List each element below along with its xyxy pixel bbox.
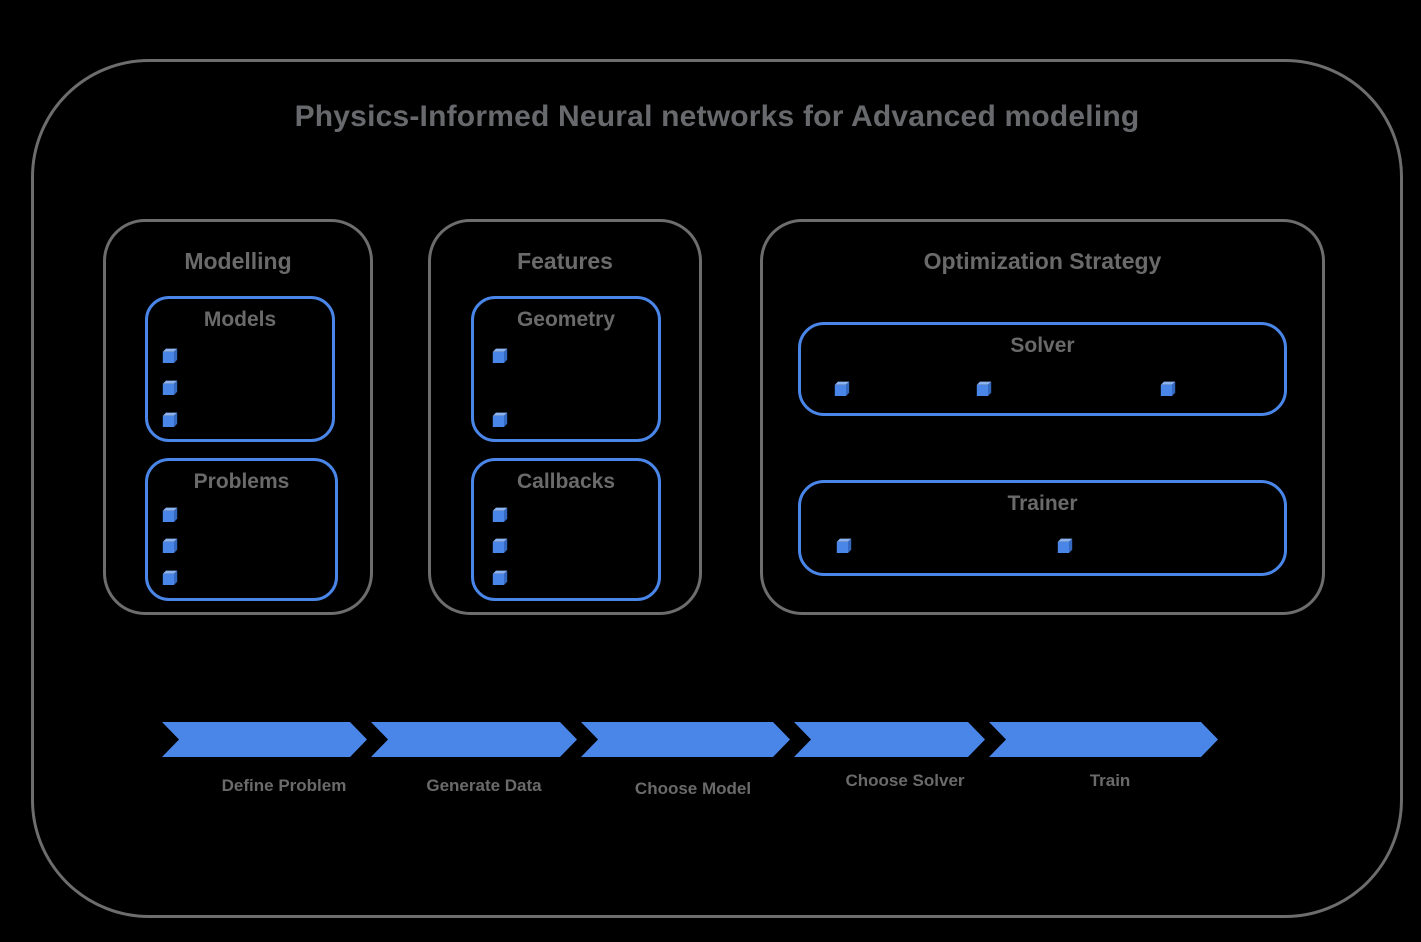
panel-modelling: Modelling Models Problems <box>103 219 373 615</box>
cube-bullet-icon <box>976 380 992 396</box>
cube-bullet-icon <box>492 506 508 522</box>
cube-bullet-icon <box>1160 380 1176 396</box>
panel-modelling-title: Modelling <box>184 248 292 274</box>
cube-bullet-icon <box>834 380 850 396</box>
box-callbacks-title: Callbacks <box>516 470 616 493</box>
panel-features: Features Geometry Callbacks <box>428 219 702 615</box>
box-geometry: Geometry <box>471 296 661 442</box>
cube-bullet-icon <box>162 379 178 395</box>
box-trainer: Trainer <box>798 480 1287 576</box>
cube-bullet-icon <box>492 411 508 427</box>
cube-bullet-icon <box>162 347 178 363</box>
flow-step-label-choose-solver: Choose Solver <box>845 771 965 790</box>
flow-arrow-segment-4 <box>794 722 985 757</box>
box-solver: Solver <box>798 322 1287 416</box>
box-models-title: Models <box>203 308 277 331</box>
flow-arrow-segment-1 <box>162 722 367 757</box>
box-solver-title: Solver <box>1010 334 1075 357</box>
flow-step-label-train: Train <box>1089 771 1131 790</box>
flow-step-label-choose-model: Choose Model <box>634 779 752 798</box>
flow-arrow-segment-2 <box>371 722 577 757</box>
flow-step-label-define-problem: Define Problem <box>221 776 347 795</box>
flow-arrow-segment-5 <box>989 722 1218 757</box>
cube-bullet-icon <box>836 537 852 553</box>
cube-bullet-icon <box>162 569 178 585</box>
cube-bullet-icon <box>492 537 508 553</box>
panel-optimization-strategy: Optimization Strategy Solver Trainer <box>760 219 1325 615</box>
panel-features-title: Features <box>517 248 613 274</box>
cube-bullet-icon <box>1057 537 1073 553</box>
flow-step-label-generate-data: Generate Data <box>426 776 542 795</box>
box-problems: Problems <box>145 458 338 601</box>
box-trainer-title: Trainer <box>1007 492 1078 515</box>
box-geometry-title: Geometry <box>516 308 616 331</box>
box-callbacks: Callbacks <box>471 458 661 601</box>
box-models: Models <box>145 296 335 442</box>
box-problems-title: Problems <box>193 470 290 493</box>
panel-optimization-strategy-title: Optimization Strategy <box>923 248 1162 274</box>
flow-arrow-segment-3 <box>581 722 790 757</box>
cube-bullet-icon <box>492 569 508 585</box>
cube-bullet-icon <box>162 506 178 522</box>
cube-bullet-icon <box>162 411 178 427</box>
outer-frame <box>31 59 1403 918</box>
cube-bullet-icon <box>492 347 508 363</box>
diagram-title: Physics-Informed Neural networks for Adv… <box>294 100 1140 133</box>
cube-bullet-icon <box>162 537 178 553</box>
